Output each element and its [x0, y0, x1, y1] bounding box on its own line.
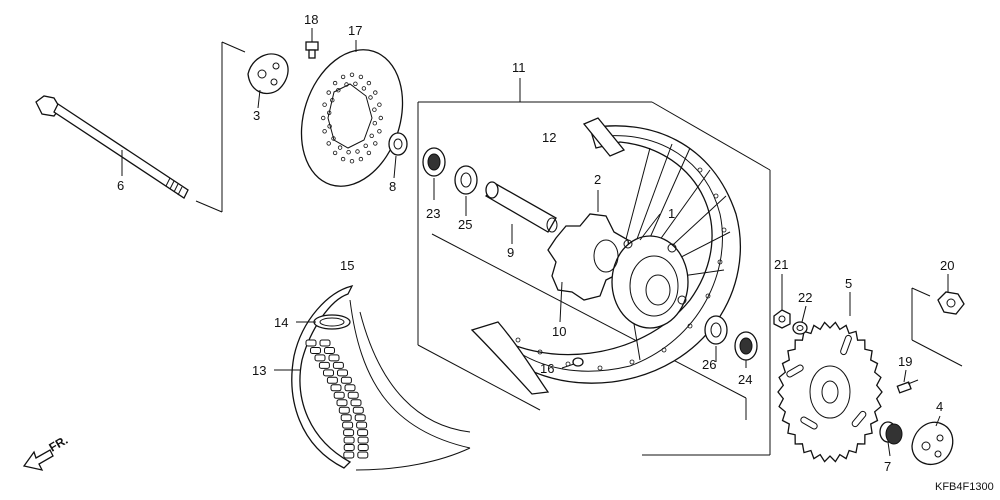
callout-11: 11	[512, 60, 526, 75]
callout-2: 2	[594, 172, 601, 187]
axle-part[interactable]	[35, 41, 246, 213]
callout-18: 18	[304, 12, 318, 27]
side-collar-part[interactable]	[388, 132, 408, 156]
callout-9: 9	[507, 245, 514, 260]
left-bearing-part[interactable]	[454, 165, 478, 195]
rear-hub-part[interactable]	[547, 213, 689, 329]
adjuster-bolt-part[interactable]	[896, 379, 919, 394]
right-side-plate-part[interactable]	[911, 421, 954, 465]
diagram-code: KFB4F1300	[935, 481, 994, 493]
right-collar-part[interactable]	[879, 421, 903, 445]
callout-20: 20	[940, 258, 954, 273]
callout-4: 4	[936, 399, 943, 414]
tube-part	[359, 311, 471, 433]
driven-sprocket-part[interactable]	[777, 321, 883, 463]
disc-bolt-part[interactable]	[305, 41, 319, 59]
callout-10: 10	[552, 324, 566, 339]
sprocket-nut-part[interactable]	[773, 309, 791, 329]
callout-25: 25	[458, 217, 472, 232]
callout-3: 3	[253, 108, 260, 123]
right-group-bracket	[911, 287, 963, 367]
hub-distance-collar-part[interactable]	[485, 181, 558, 233]
callout-8: 8	[389, 179, 396, 194]
callout-13: 13	[252, 363, 266, 378]
callout-26: 26	[702, 357, 716, 372]
left-side-plate-part[interactable]	[247, 53, 289, 95]
callout-17: 17	[348, 23, 362, 38]
callout-14: 14	[274, 315, 288, 330]
callout-12: 12	[542, 130, 556, 145]
callout-1: 1	[668, 206, 675, 221]
callout-21: 21	[774, 257, 788, 272]
leader-lines	[121, 28, 949, 457]
right-bearing-part[interactable]	[704, 315, 728, 345]
brake-disc-part[interactable]	[285, 37, 420, 200]
callout-19: 19	[898, 354, 912, 369]
wheel-assembly-bracket	[417, 78, 771, 456]
callout-23: 23	[426, 206, 440, 221]
front-arrow-icon	[22, 449, 54, 471]
callout-5: 5	[845, 276, 852, 291]
callout-labels: 1 2 3 4 5 6 7 8 9 10 11 12 13 14 15 16 1…	[117, 12, 954, 474]
callout-22: 22	[798, 290, 812, 305]
callout-15: 15	[340, 258, 354, 273]
front-direction-indicator: FR.	[22, 433, 70, 471]
rim-part[interactable]	[470, 117, 741, 395]
right-dust-seal-part[interactable]	[734, 331, 758, 361]
callout-24: 24	[738, 372, 752, 387]
axle-nut-part[interactable]	[937, 291, 965, 315]
tire-part[interactable]	[291, 285, 471, 471]
left-dust-seal-part[interactable]	[422, 147, 446, 177]
callout-7: 7	[884, 459, 891, 474]
rim-band-part[interactable]	[313, 314, 351, 330]
callout-6: 6	[117, 178, 124, 193]
sprocket-washer-part[interactable]	[792, 321, 808, 335]
spoke-nipple-part[interactable]	[572, 357, 584, 367]
callout-16: 16	[540, 361, 554, 376]
